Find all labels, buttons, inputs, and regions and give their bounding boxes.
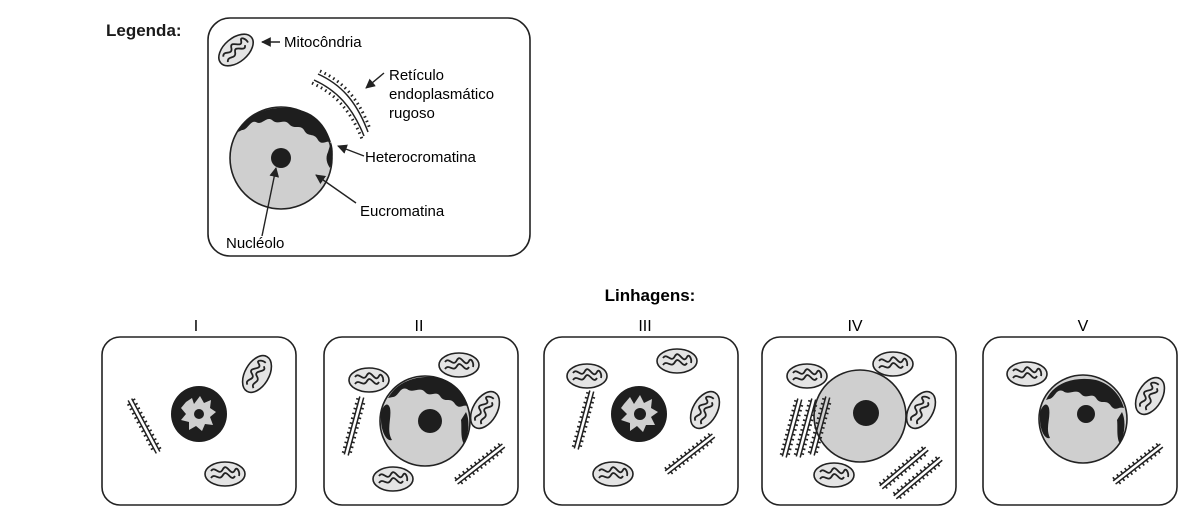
mitochondrion	[566, 363, 608, 389]
nucleolus	[634, 408, 646, 420]
cell-IV: IV	[761, 318, 957, 506]
cell-label: III	[638, 318, 651, 335]
mitochondrion	[438, 352, 480, 378]
mitochondrion	[872, 351, 914, 377]
lineages-title: Linhagens:	[605, 286, 696, 305]
mitochondrion	[372, 466, 414, 492]
label-rer-line1: Retículo	[389, 67, 444, 84]
cell-III: III	[543, 318, 739, 506]
cell-V: V	[982, 318, 1178, 506]
euchromatin-pointer	[315, 174, 357, 204]
mitochondrion	[813, 462, 855, 488]
cell-label: IV	[847, 318, 862, 335]
legend-rer-icon	[311, 69, 372, 140]
label-rer-line3: rugoso	[389, 105, 435, 122]
nucleolus	[194, 409, 204, 419]
nucleolus	[418, 409, 442, 433]
label-euchromatin: Eucromatina	[360, 203, 445, 220]
mitochondrion	[348, 367, 390, 393]
cell-label: II	[415, 318, 424, 335]
label-mitochondria: Mitocôndria	[284, 34, 362, 51]
label-nucleolus: Nucléolo	[226, 235, 284, 252]
cell-label: V	[1078, 318, 1089, 335]
label-heterochromatin: Heterocromatina	[365, 149, 477, 166]
legend-title: Legenda:	[106, 21, 182, 40]
mitochondrion	[656, 348, 698, 374]
heterochromatin-pointer	[337, 144, 365, 157]
label-rer-line2: endoplasmático	[389, 86, 494, 103]
legend-nucleolus-dot	[271, 148, 291, 168]
legend-nucleus-icon	[229, 106, 333, 210]
mitochondrion	[1006, 361, 1048, 387]
mitochondrion	[786, 363, 828, 389]
mitochondrion	[204, 461, 246, 487]
nucleolus	[1077, 405, 1095, 423]
mitochondrion	[592, 461, 634, 487]
rer-pointer	[365, 72, 385, 89]
cell-I: I	[101, 318, 297, 506]
nucleolus-pointer	[261, 167, 280, 237]
nucleolus	[853, 400, 879, 426]
cell-label: I	[194, 318, 198, 335]
cell-II: II	[323, 318, 519, 506]
